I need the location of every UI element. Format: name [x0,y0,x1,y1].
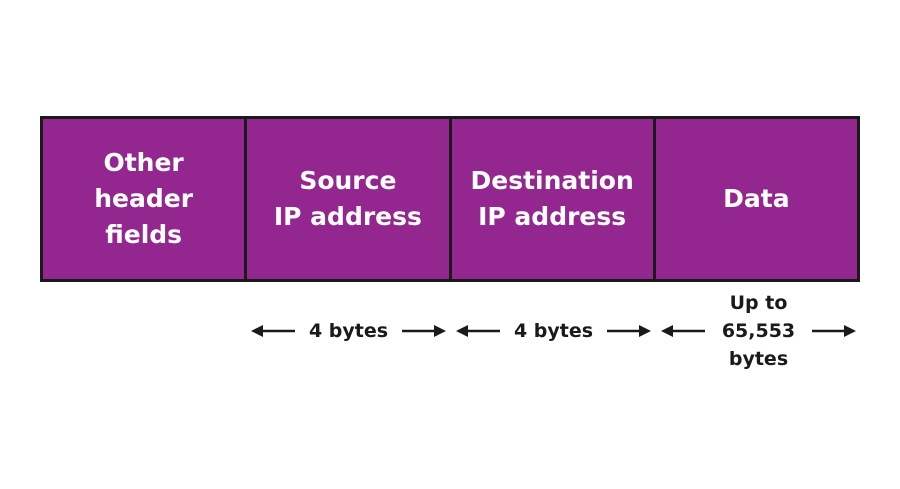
left-arrow-icon [661,325,705,337]
field-destination-ip-address: Destination IP address [452,119,656,279]
field-data: Data [723,184,790,213]
field-source-ip-address: Source IP address [247,119,452,279]
size-data: Up to 65,553 bytes [655,290,860,372]
field-other-header-fields: Other header fields [43,119,248,279]
size-label: Up to 65,553 bytes [721,292,796,370]
right-arrow-icon [401,325,446,337]
size-destination-ip: 4 bytes [450,290,655,372]
size-source-ip: 4 bytes [245,290,450,372]
left-arrow-icon [251,325,295,337]
left-arrow-icon [456,325,500,337]
right-arrow-icon [811,325,856,337]
ip-packet-diagram: Other header fields Source IP address De… [40,116,860,282]
size-label: 4 bytes [513,320,594,342]
size-label: 4 bytes [308,320,389,342]
right-arrow-icon [606,325,651,337]
